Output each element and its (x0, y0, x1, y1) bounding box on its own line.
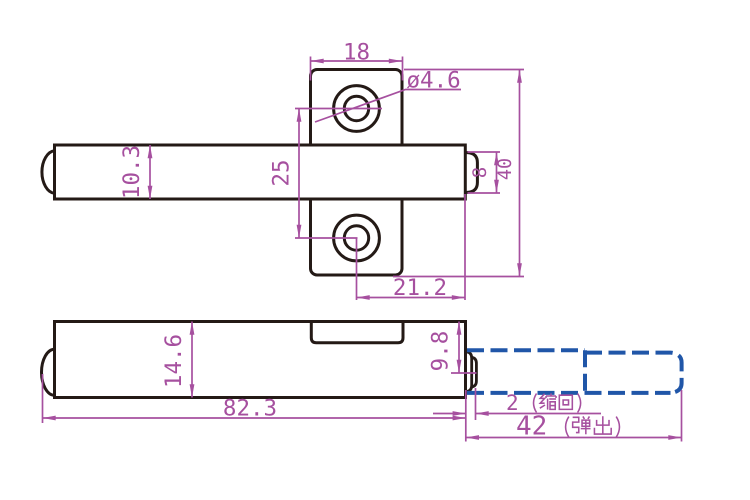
label-retracted-travel: 2 (506, 391, 582, 415)
cjk-glyph-stroke (545, 395, 557, 398)
front-view: 18 ø4.6 25 10.3 8 40 21.2 (40, 40, 524, 302)
cjk-glyph-出 (593, 416, 612, 435)
cjk-glyph-stroke (571, 416, 580, 434)
front-dimensions (147, 56, 524, 300)
cjk-glyph-stroke (558, 394, 574, 411)
cjk-glyph-stroke (582, 416, 591, 420)
cjk-glyph-stroke (576, 393, 582, 413)
cjk-glyph-stroke (539, 404, 546, 409)
side-view: 14.6 9.8 82.3 2 42 (40, 320, 684, 442)
cjk-glyph-） (615, 416, 621, 438)
cjk-glyph-回 (558, 394, 574, 411)
cjk-glyph-缩 (538, 393, 557, 411)
dimension-value-text: 2 (506, 391, 519, 415)
extended-plunger-phantom (467, 348, 684, 395)
side-cap (40, 347, 55, 397)
barrel-cap (40, 149, 55, 195)
cjk-glyph-stroke (581, 419, 591, 428)
label-plate-width: 18 (343, 40, 370, 66)
cjk-glyph-stroke (593, 427, 612, 435)
plate-slot (309, 321, 405, 345)
label-extended-travel: 42 (516, 412, 621, 442)
label-hole-spacing: 25 (269, 159, 295, 186)
phantom-top-right (585, 350, 684, 395)
side-dimension-labels: 14.6 9.8 82.3 2 42 (161, 331, 621, 442)
side-outline (40, 320, 478, 399)
cjk-glyph-stroke (532, 393, 538, 413)
cjk-glyph-stroke (538, 393, 547, 404)
label-body-length: 82.3 (223, 396, 277, 422)
cjk-glyph-stroke (595, 419, 610, 426)
label-tip-diameter: 8 (469, 167, 491, 178)
side-body (53, 320, 467, 399)
label-barrel-diameter: 10.3 (119, 145, 145, 199)
label-tip-to-hole: 21.2 (393, 275, 447, 301)
label-plunger-offset: 9.8 (428, 331, 454, 372)
cjk-glyph-stroke (564, 416, 570, 438)
barrel-body (53, 143, 467, 201)
front-dimension-labels: 18 ø4.6 25 10.3 8 40 21.2 (119, 40, 516, 302)
dimension-value-text: 42 (516, 412, 547, 442)
cjk-glyph-（ (564, 416, 570, 438)
cjk-glyph-stroke (562, 399, 570, 406)
cjk-glyph-stroke (549, 401, 556, 411)
label-hole-diameter: ø4.6 (407, 68, 461, 94)
cjk-glyph-（ (532, 393, 538, 413)
label-plate-height: 40 (495, 158, 516, 180)
cjk-glyph-） (576, 393, 582, 413)
label-body-height: 14.6 (161, 334, 187, 388)
cjk-glyph-stroke (615, 416, 621, 438)
plunger-tip-front (465, 151, 479, 194)
side-dimensions (41, 321, 683, 442)
leader-hole-dia (314, 88, 461, 123)
cjk-glyph-弹 (571, 416, 591, 435)
front-outline (40, 68, 479, 277)
